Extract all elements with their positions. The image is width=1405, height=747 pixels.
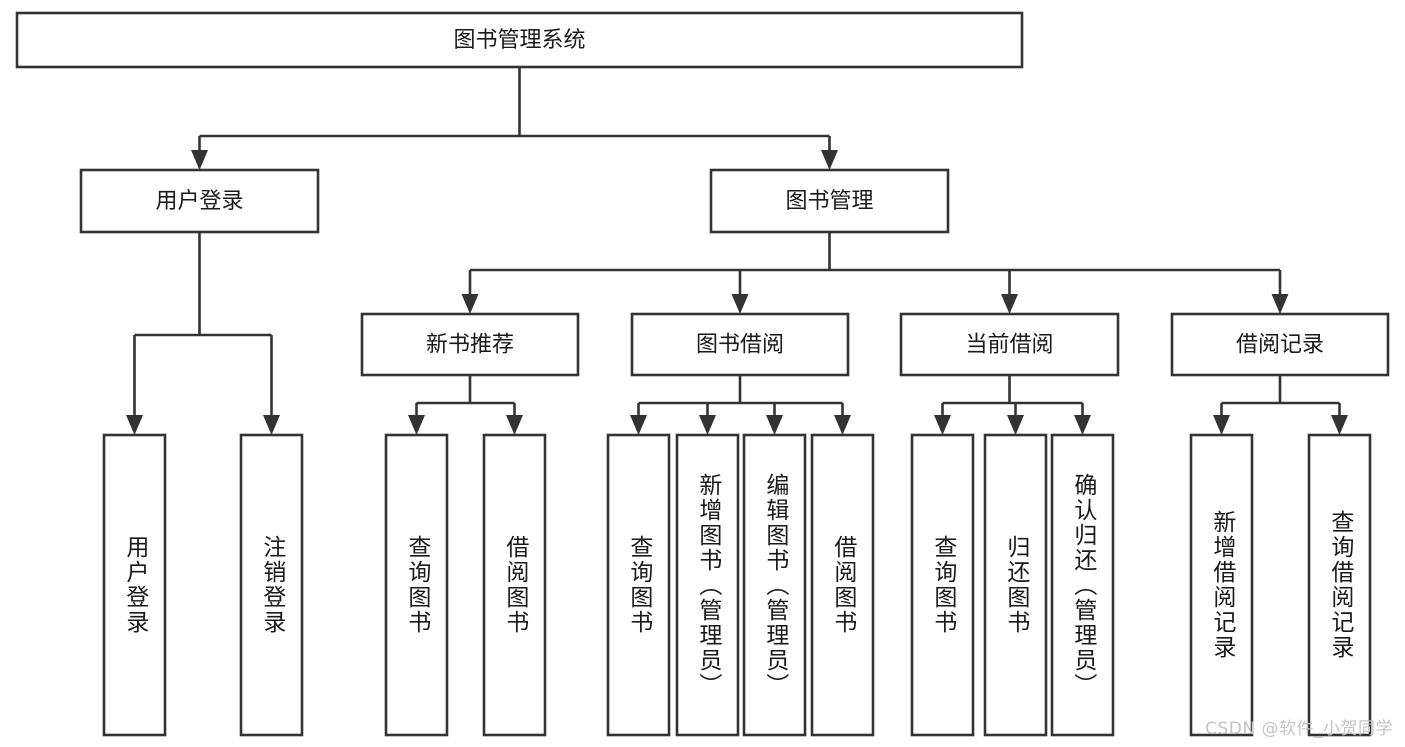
arrow-head-icon <box>191 150 208 170</box>
node-leaf-confirm-return[interactable] <box>1050 433 1115 737</box>
arrow-head-icon <box>1074 415 1091 435</box>
node-leaf-add-book[interactable] <box>675 433 740 737</box>
node-leaf-query-book-rec[interactable] <box>384 433 449 737</box>
node-book-manage[interactable] <box>709 168 950 234</box>
node-root-book-management-system[interactable] <box>15 11 1024 69</box>
connectors-layer <box>126 67 1348 435</box>
arrow-head-icon <box>263 415 280 435</box>
arrow-head-icon <box>126 415 143 435</box>
node-leaf-query-book-b[interactable] <box>606 433 671 737</box>
arrow-head-icon <box>506 415 523 435</box>
arrow-head-icon <box>1213 415 1230 435</box>
node-current-borrow-label: 当前借阅 <box>965 333 1053 358</box>
node-new-book-rec-label: 新书推荐 <box>426 333 514 358</box>
node-leaf-add-record[interactable] <box>1189 433 1254 737</box>
arrow-head-icon <box>934 415 951 435</box>
arrow-head-icon <box>1331 415 1348 435</box>
node-borrow-record[interactable] <box>1170 312 1390 377</box>
arrow-head-icon <box>1001 294 1018 314</box>
node-leaf-borrow-book-rec[interactable] <box>482 433 547 737</box>
node-user-login[interactable] <box>79 168 320 234</box>
arrow-head-icon <box>1271 294 1289 314</box>
watermark: CSDN @软件_小贺同学 <box>1205 719 1393 739</box>
node-root-book-management-system-label: 图书管理系统 <box>453 28 585 53</box>
arrow-head-icon <box>408 415 425 435</box>
node-leaf-return-book[interactable] <box>983 433 1048 737</box>
node-leaf-query-book-c[interactable] <box>910 433 975 737</box>
node-book-borrow[interactable] <box>630 312 850 377</box>
node-leaf-user-login[interactable] <box>102 433 167 737</box>
arrow-head-icon <box>630 415 647 435</box>
node-book-manage-label: 图书管理 <box>785 189 873 214</box>
arrow-head-icon <box>461 294 479 314</box>
node-leaf-logout[interactable] <box>239 433 304 737</box>
arrow-head-icon <box>699 415 716 435</box>
node-leaf-edit-book[interactable] <box>742 433 807 737</box>
arrow-head-icon <box>834 415 851 435</box>
arrow-head-icon <box>731 294 749 314</box>
arrow-head-icon <box>821 150 838 170</box>
node-borrow-record-label: 借阅记录 <box>1236 333 1324 358</box>
arrow-head-icon <box>766 415 783 435</box>
arrow-head-icon <box>1007 415 1024 435</box>
node-current-borrow[interactable] <box>899 312 1120 377</box>
node-leaf-query-record[interactable] <box>1307 433 1372 737</box>
node-user-login-label: 用户登录 <box>155 189 243 214</box>
node-leaf-borrow-book-b[interactable] <box>810 433 875 737</box>
node-new-book-rec[interactable] <box>360 312 580 377</box>
node-book-borrow-label: 图书借阅 <box>696 333 784 358</box>
